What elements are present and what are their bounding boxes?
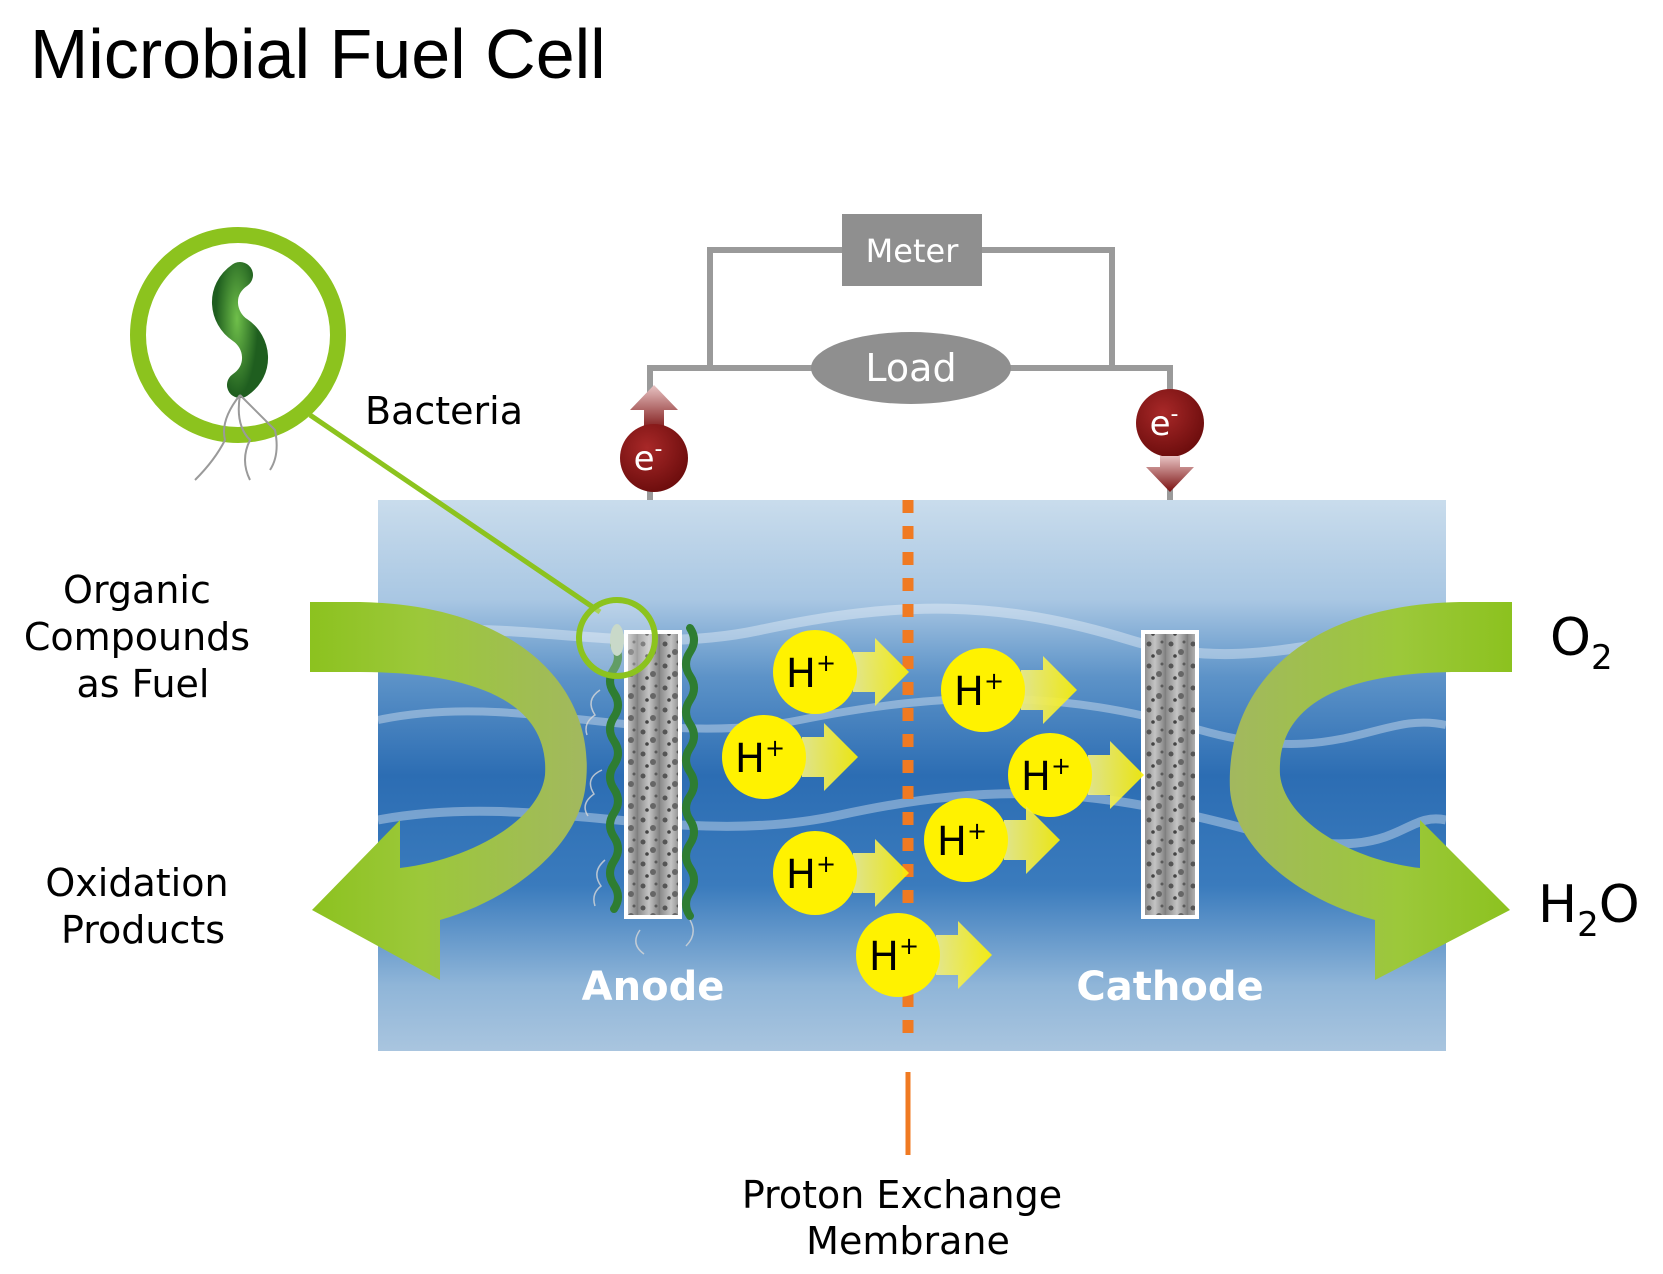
proton-icon — [941, 648, 1025, 732]
bacterium-small-icon — [610, 624, 624, 656]
proton-arrow-icon — [936, 921, 992, 989]
electron-down-arrow-icon — [1146, 456, 1194, 492]
page-title: Microbial Fuel Cell — [30, 15, 606, 93]
electron-icon — [1136, 389, 1204, 457]
electron-anode: e- — [620, 385, 688, 492]
electron-up-arrow-icon — [630, 385, 678, 432]
load-resistor — [811, 332, 1011, 404]
electron-cathode: e- — [1136, 389, 1204, 492]
proton-icon — [1008, 733, 1092, 817]
anode-biofilm — [606, 624, 698, 920]
proton-icon — [773, 831, 857, 915]
proton-arrow-icon — [853, 638, 909, 706]
protons-group: H+H+H+H+H+H+H+ — [722, 630, 1144, 997]
oxygen-flow-arrow — [1229, 602, 1512, 980]
meter-label: Meter — [866, 232, 960, 270]
proton-marker: H+ — [1008, 733, 1144, 817]
proton-icon — [722, 715, 806, 799]
proton-marker: H+ — [941, 648, 1077, 732]
proton-marker: H+ — [722, 715, 858, 799]
water-label: H2O — [1538, 875, 1640, 945]
meter-box — [842, 214, 982, 286]
cathode-label: Cathode — [1076, 964, 1263, 1010]
oxygen-label: O2 — [1550, 608, 1613, 678]
proton-arrow-icon — [853, 839, 909, 907]
proton-symbol: H+ — [735, 734, 785, 782]
fuel-flow-arrow — [310, 602, 587, 980]
proton-icon — [856, 913, 940, 997]
proton-symbol: H+ — [937, 817, 987, 865]
proton-symbol: H+ — [1021, 752, 1071, 800]
organic-fuel-label: Organic Compounds as Fuel — [24, 568, 262, 706]
proton-symbol: H+ — [954, 667, 1004, 715]
membrane-label: Proton Exchange Membrane — [742, 1173, 1074, 1263]
proton-arrow-icon — [1004, 806, 1060, 874]
electron-symbol: e- — [1150, 402, 1179, 444]
proton-arrow-icon — [1021, 656, 1077, 724]
oxidation-products-label: Oxidation Products — [45, 861, 240, 952]
proton-arrow-icon — [802, 723, 858, 791]
proton-symbol: H+ — [786, 850, 836, 898]
bacteria-flagella — [584, 689, 694, 955]
bacteria-callout — [130, 227, 658, 679]
load-label: Load — [865, 346, 956, 390]
proton-marker: H+ — [773, 831, 909, 915]
anode-electrode — [624, 630, 682, 919]
proton-arrow-icon — [1088, 741, 1144, 809]
proton-symbol: H+ — [869, 932, 919, 980]
electron-symbol: e- — [634, 437, 663, 479]
proton-marker: H+ — [856, 913, 992, 997]
proton-icon — [924, 798, 1008, 882]
anode-label: Anode — [582, 964, 725, 1010]
cathode-electrode — [1141, 630, 1199, 919]
proton-marker: H+ — [773, 630, 909, 714]
proton-symbol: H+ — [786, 649, 836, 697]
bacteria-label: Bacteria — [365, 389, 523, 433]
electron-icon — [620, 424, 688, 492]
proton-icon — [773, 630, 857, 714]
proton-marker: H+ — [924, 798, 1060, 882]
bacterium-icon — [194, 262, 278, 481]
